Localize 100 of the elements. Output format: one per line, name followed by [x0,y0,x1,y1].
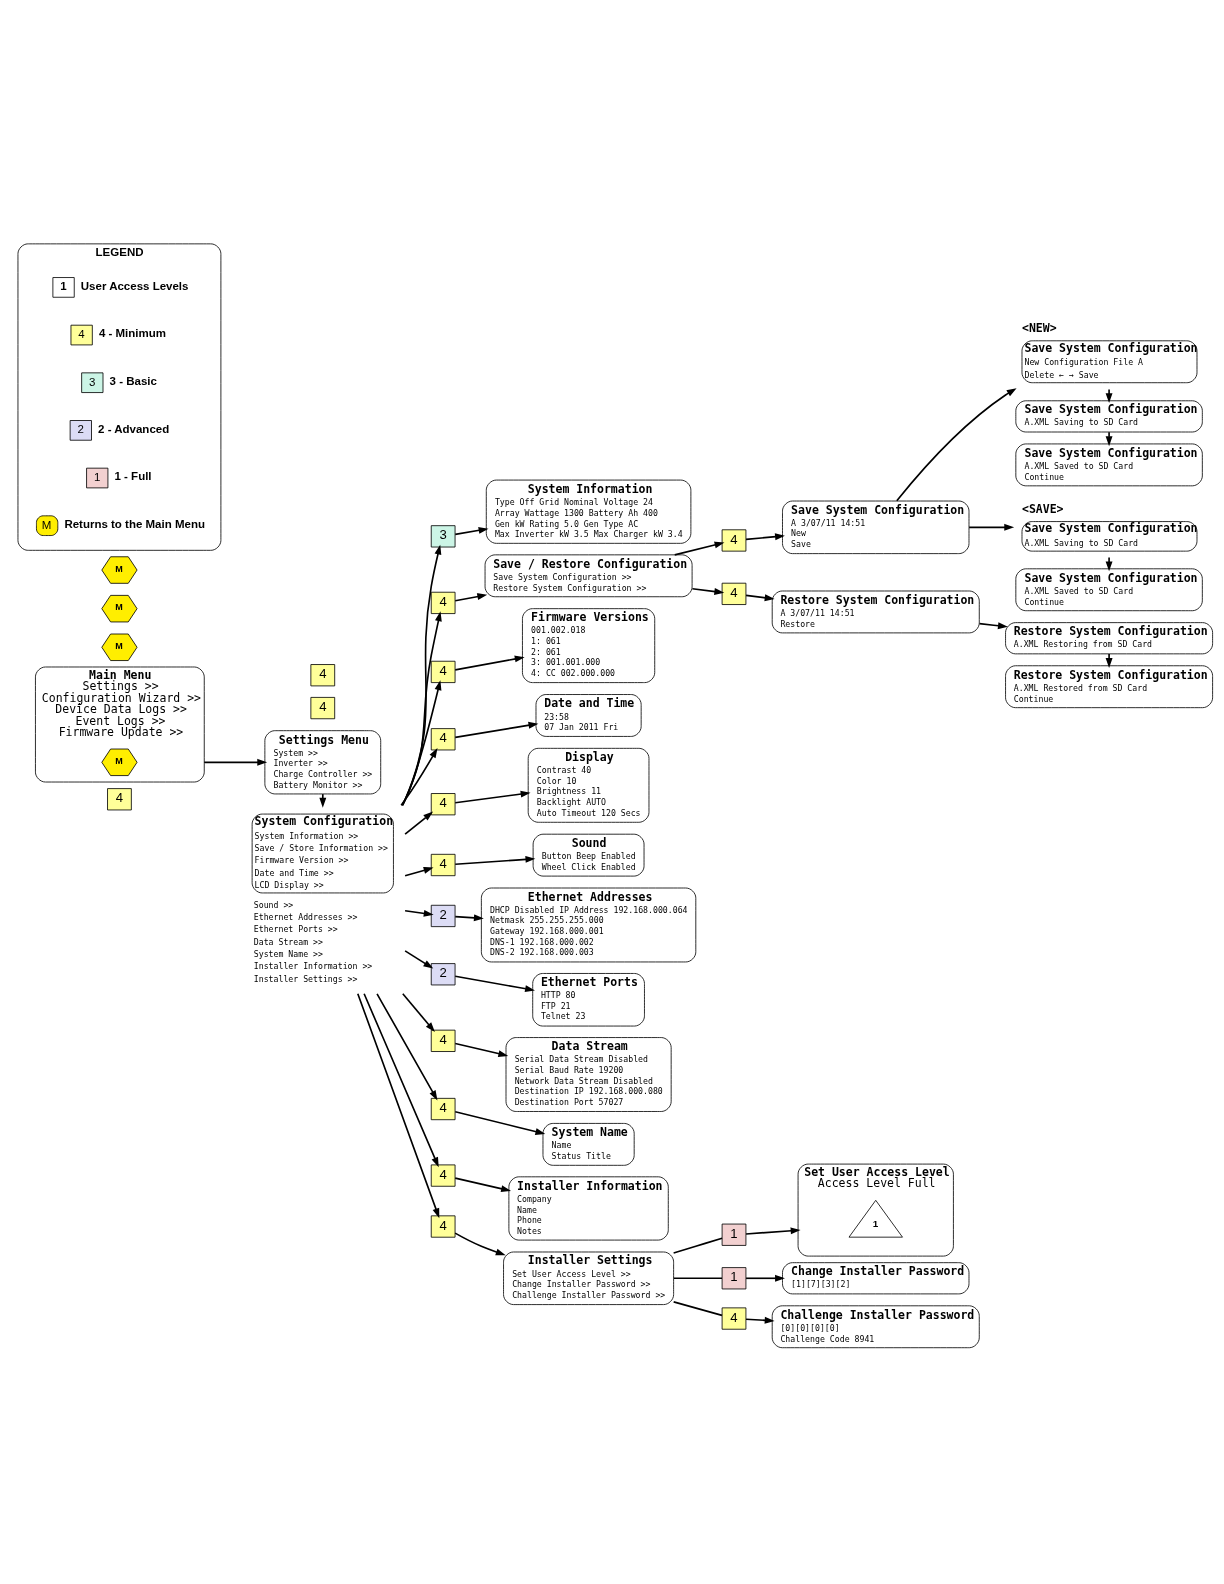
arrow [402,992,435,1032]
node-box: 4 [430,853,456,876]
arrow [745,1226,801,1235]
node-box: 2 [430,962,456,985]
node-label: Sound >> [253,899,294,910]
node-box: 3 [430,524,456,547]
arrow [691,587,725,595]
node-label: Returns to the Main Menu [64,517,205,530]
node-box: Save System Configuration New Configuration File A Delete ← → Save [1021,339,1198,383]
node-box: 1 [721,1223,747,1246]
arrow [454,592,488,602]
connector [672,1300,723,1316]
arrow [454,855,536,865]
arrow [454,721,539,738]
node-label: Installer Information >> [253,960,373,971]
arrow [203,758,268,766]
node-box: 4 [430,591,456,614]
node-box: Data Stream Serial Data Stream Disabled Serial Baud Rate 19200 Network Data Stream Disabled Destination IP 192.168.000.080 Destination Port 57027 [505,1036,672,1112]
arrow [454,526,489,535]
node-box: Date and Time 23:58 07 Jan 2011 Fri [535,693,642,737]
arrow [1105,430,1113,446]
node-box: Challenge Installer Password [0][0][0][0] Challenge Code 8941 [771,1304,980,1348]
arrow [454,913,484,921]
node-box: 1 [721,1266,747,1289]
arrow [454,1176,512,1192]
node-box: System Information Type Off Grid Nominal Voltage 24 Array Wattage 1300 Battery Ah 400 Gen kW Rating 5.0 Gen Type AC Max Inverter kW 3.5 Max Charger kW 3.4 [485,479,692,544]
arrow [454,1231,506,1255]
node-box: Save System Configuration A.XML Saving to SD Card [1015,399,1203,432]
node-box: 2 [430,904,456,927]
node-label: Data Stream >> [253,936,323,947]
node-box: 4 [107,787,132,810]
arrow [454,790,531,804]
node-box: Save System Configuration A 3/07/11 14:51 New Save [782,500,970,554]
node-label: <SAVE> [1021,501,1064,516]
node-label: 4 - Minimum [98,326,166,339]
node-box: Restore System Configuration A.XML Restored from SD Card Continue [1005,664,1213,708]
arrow [400,747,438,806]
node-box: Save / Restore Configuration Save System Configuration >> Restore System Configuration >> [484,553,693,597]
arrow [401,679,442,806]
connector [672,1276,723,1279]
node-box: Ethernet Addresses DHCP Disabled IP Address 192.168.000.064 Netmask 255.255.255.000 Gateway 192.168.000.001 DNS-1 192.168.000.002 DNS-2 192.168.000.003 [480,887,697,962]
node-box: Ethernet Ports HTTP 80 FTP 21 Telnet 23 [532,972,645,1026]
node-box: Change Installer Password [1][7][3][2] [782,1261,970,1294]
node-box: System Configuration System Information >> Save / Store Information >> Firmware Version >> Date and Time >> LCD Display >> [251,813,394,893]
node-box: 4 [430,1164,456,1187]
arrow [404,866,434,877]
arrow [401,610,442,806]
node-label: System Name >> [253,948,323,959]
node-box: Installer Information Company Name Phone Notes [508,1175,669,1240]
node-label: 3 - Basic [109,374,157,387]
node-label: 2 - Advanced [98,422,170,435]
arrow [404,909,434,917]
node-box: 4 [721,528,747,552]
node-label: <NEW> [1021,320,1057,335]
arrow [745,1316,775,1324]
node-box: 4 [430,792,456,815]
arrow [404,811,434,835]
node-box: Save System Configuration A.XML Saved to SD Card Continue [1015,567,1203,611]
arrow [745,593,775,601]
arrow [1105,556,1113,571]
arrow [401,544,442,806]
node-box: 4 [310,663,336,686]
node-box: Restore System Configuration A.XML Restoring from SD Card [1005,621,1213,654]
node-box: 4 [310,696,336,719]
node-box: 4 [430,1214,456,1238]
arrow [968,523,1015,531]
arrow [363,992,439,1167]
arrow [454,1042,509,1057]
arrow [454,974,535,992]
node-box: 4 [430,1029,456,1052]
node-box: System Name Name Status Title [542,1122,635,1166]
node-box: 1 [52,276,75,298]
arrow [454,1110,546,1135]
node-box: 4 [430,660,456,683]
node-box: Installer Settings Set User Access Level >> Change Installer Password >> Challenge Installer Password >> [503,1251,675,1305]
node-box: Restore System Configuration A 3/07/11 14:51 Restore [771,590,980,633]
arrow [1105,388,1113,403]
node-box: 4 [721,1306,747,1330]
arrow [978,621,1008,629]
node-box: 4 [430,727,456,750]
node-box: Display Contrast 40 Color 10 Brightness 11 Backlight AUTO Auto Timeout 120 Secs [527,747,650,823]
node-box: Save System Configuration A.XML Saved to SD Card Continue [1015,443,1203,486]
arrow [404,949,434,969]
node-label: User Access Levels [80,279,189,292]
arrow [454,655,525,671]
arrow [1105,652,1113,668]
arrow [745,1274,785,1282]
arrow [745,532,785,540]
node-label: Ethernet Ports >> [253,923,338,934]
node-box: 4 [430,1097,456,1120]
node-box: Sound Button Beep Enabled Wheel Click Enabled [532,833,645,876]
arrow [319,792,327,808]
node-box: Firmware Versions 001.002.018 1: 061 2: 061 3: 001.001.000 4: CC 002.000.000 [522,607,656,683]
arrow [376,992,438,1100]
node-label: Installer Settings >> [253,973,358,984]
node-box: 4 [721,582,747,605]
node-label: Ethernet Addresses >> [253,911,358,922]
node-label: 1 - Full [114,469,152,482]
node-box: Settings Menu System >> Inverter >> Charge Controller >> Battery Monitor >> [264,729,382,794]
arrow [896,387,1017,502]
